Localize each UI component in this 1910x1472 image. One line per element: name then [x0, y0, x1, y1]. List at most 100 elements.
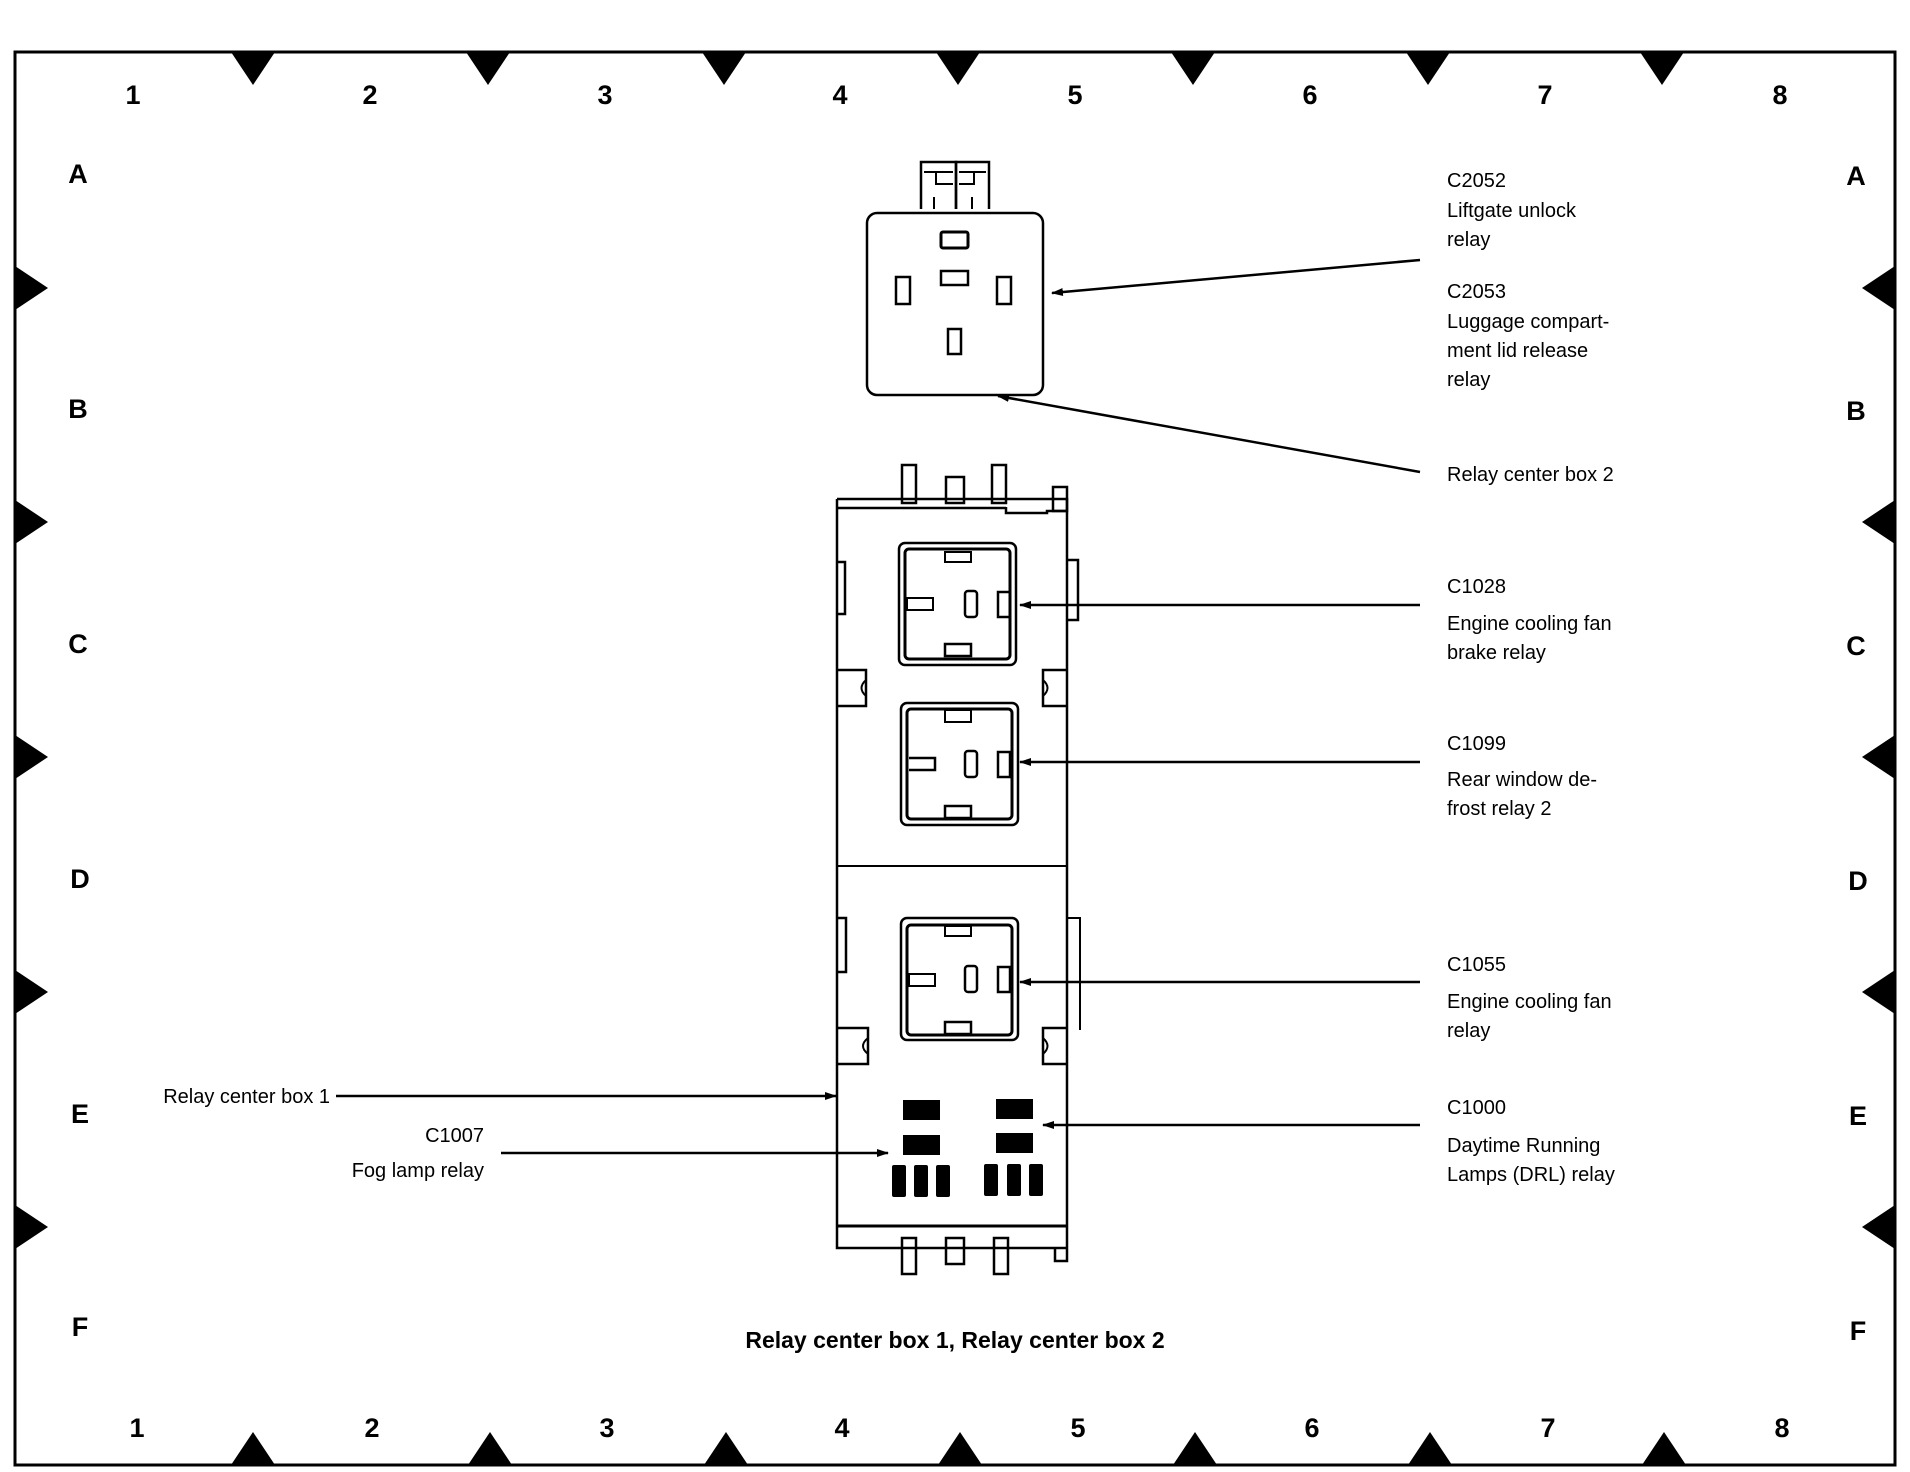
- grid-marker-bottom: [1408, 1432, 1452, 1465]
- grid-marker-left: [15, 970, 48, 1014]
- col-label-bottom: 8: [1774, 1413, 1789, 1443]
- row-label-left: C: [68, 629, 88, 659]
- leader-lines: [336, 258, 1421, 1157]
- row-label-left: B: [68, 394, 88, 424]
- col-label-bottom: 1: [129, 1413, 144, 1443]
- relay-center-box-2: [865, 160, 1045, 397]
- callout-desc: Rear window de-: [1447, 769, 1597, 791]
- grid-marker-top: [702, 52, 746, 85]
- col-label-bottom: 2: [364, 1413, 379, 1443]
- callout-code: C1028: [1447, 576, 1506, 598]
- row-label-right: D: [1848, 866, 1868, 896]
- grid-marker-left: [15, 266, 48, 310]
- col-label-top: 8: [1772, 80, 1787, 110]
- terminal: [995, 275, 1013, 306]
- row-label-left: A: [68, 159, 88, 189]
- terminal-block-c1007: [892, 1100, 950, 1197]
- grid-marker-top: [1171, 52, 1215, 85]
- grid-marker-right: [1862, 735, 1895, 779]
- callout-desc: ment lid release: [1447, 340, 1588, 362]
- callout-desc: brake relay: [1447, 642, 1546, 664]
- grid-marker-bottom: [1642, 1432, 1686, 1465]
- row-label-right: E: [1849, 1101, 1867, 1131]
- col-label-top: 4: [832, 80, 847, 110]
- col-label-bottom: 3: [599, 1413, 614, 1443]
- row-label-left: E: [71, 1099, 89, 1129]
- col-label-top: 7: [1537, 80, 1552, 110]
- callout-code: C2053: [1447, 281, 1506, 303]
- callout-code: C1099: [1447, 733, 1506, 755]
- callout-c1028: C1028 Engine cooling fan brake relay: [1447, 576, 1612, 664]
- relay-center-box-1: [835, 463, 1081, 1276]
- callout-desc: frost relay 2: [1447, 798, 1551, 820]
- callout-desc: Engine cooling fan: [1447, 991, 1612, 1013]
- grid-marker-right: [1862, 500, 1895, 544]
- callout-code: C1000: [1447, 1097, 1506, 1119]
- callout-c2053: C2053 Luggage compart- ment lid release …: [1447, 281, 1609, 391]
- col-label-top: 3: [597, 80, 612, 110]
- callout-desc: Lamps (DRL) relay: [1447, 1164, 1615, 1186]
- grid-marker-right: [1862, 970, 1895, 1014]
- callout-c1099: C1099 Rear window de- frost relay 2: [1447, 733, 1597, 820]
- leader-box2: [997, 394, 1421, 474]
- terminal: [946, 327, 963, 356]
- callout-desc: Relay center box 2: [1447, 464, 1614, 486]
- row-label-right: B: [1846, 396, 1866, 426]
- grid-marker-right: [1862, 1205, 1895, 1249]
- callout-desc: Engine cooling fan: [1447, 613, 1612, 635]
- grid-marker-top: [1640, 52, 1684, 85]
- grid-labels: 1 2 3 4 5 6 7 8 1 2 3 4 5 6 7 8 A B C D …: [68, 80, 1868, 1443]
- col-label-top: 5: [1067, 80, 1082, 110]
- grid-marker-top: [231, 52, 275, 85]
- relay-socket-c1055: [899, 916, 1020, 1042]
- row-label-left: F: [72, 1312, 89, 1342]
- callout-c2052: C2052 Liftgate unlock relay: [1447, 170, 1577, 251]
- grid-marker-left: [15, 500, 48, 544]
- row-label-right: A: [1846, 161, 1866, 191]
- callout-box2: Relay center box 2: [1447, 464, 1614, 486]
- grid-marker-left: [15, 735, 48, 779]
- relay-socket-c1028: [897, 541, 1018, 667]
- grid-marker-bottom: [1173, 1432, 1217, 1465]
- terminal: [939, 269, 970, 287]
- callout-c1007: C1007 Fog lamp relay: [352, 1125, 484, 1182]
- grid-marker-right: [1862, 266, 1895, 310]
- grid-markers: [15, 52, 1895, 1465]
- callout-c1000: C1000 Daytime Running Lamps (DRL) relay: [1447, 1097, 1615, 1186]
- row-label-right: F: [1850, 1316, 1867, 1346]
- col-label-top: 2: [362, 80, 377, 110]
- callout-desc: Luggage compart-: [1447, 311, 1609, 333]
- grid-marker-bottom: [231, 1432, 275, 1465]
- grid-marker-bottom: [468, 1432, 512, 1465]
- grid-marker-top: [466, 52, 510, 85]
- callout-code: C1055: [1447, 954, 1506, 976]
- callout-code: C2052: [1447, 170, 1506, 192]
- terminal-block-c1000: [984, 1099, 1043, 1196]
- row-label-right: C: [1846, 631, 1866, 661]
- callout-desc: Fog lamp relay: [352, 1160, 484, 1182]
- leader-c2052-c2053: [1051, 258, 1421, 297]
- terminal: [894, 275, 912, 306]
- relay-socket-c1099: [899, 701, 1020, 827]
- callout-desc: Daytime Running: [1447, 1135, 1600, 1157]
- callout-desc: Liftgate unlock: [1447, 200, 1577, 222]
- callout-code: C1007: [425, 1125, 484, 1147]
- callout-desc: relay: [1447, 1020, 1490, 1042]
- grid-marker-top: [936, 52, 980, 85]
- grid-marker-left: [15, 1205, 48, 1249]
- callout-desc: Relay center box 1: [163, 1086, 330, 1108]
- grid-marker-top: [1406, 52, 1450, 85]
- row-label-left: D: [70, 864, 90, 894]
- col-label-top: 6: [1302, 80, 1317, 110]
- col-label-top: 1: [125, 80, 140, 110]
- frame-border: [13, 50, 1897, 1467]
- terminal: [939, 230, 970, 250]
- grid-marker-bottom: [938, 1432, 982, 1465]
- col-label-bottom: 6: [1304, 1413, 1319, 1443]
- col-label-bottom: 7: [1540, 1413, 1555, 1443]
- diagram-caption: Relay center box 1, Relay center box 2: [745, 1327, 1164, 1353]
- callout-c1055: C1055 Engine cooling fan relay: [1447, 954, 1612, 1042]
- callout-box1: Relay center box 1: [163, 1086, 330, 1108]
- grid-marker-bottom: [704, 1432, 748, 1465]
